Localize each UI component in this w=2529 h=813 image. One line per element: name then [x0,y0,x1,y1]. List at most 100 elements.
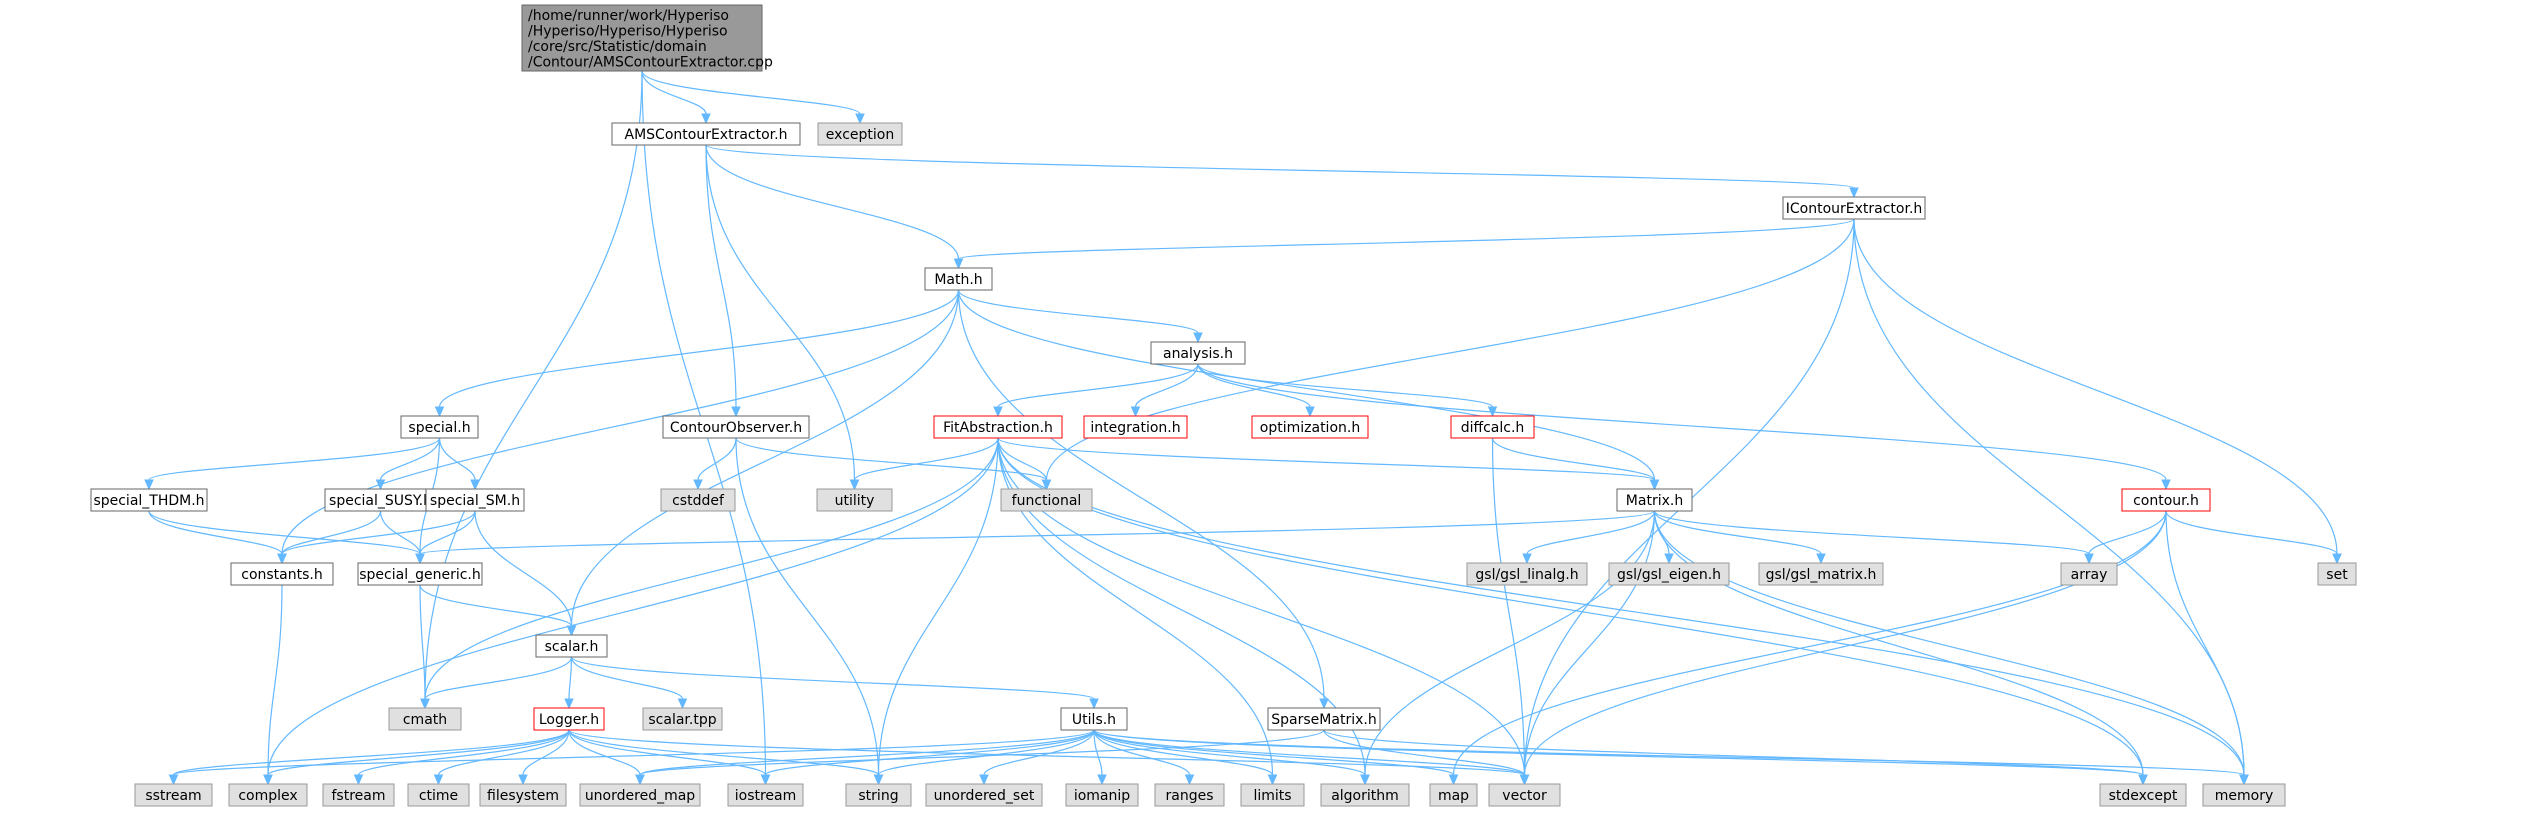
node-icontour-h[interactable]: IContourExtractor.h [1782,196,1926,220]
node-contourobserver-h[interactable]: ContourObserver.h [662,415,810,439]
edge-line [424,70,643,700]
node-special-generic-h[interactable]: special_generic.h [357,562,483,586]
node-unordered-map: unordered_map [579,783,701,807]
node-label: vector [1502,788,1547,804]
edge-arrowhead [1319,698,1329,710]
node-box [2317,562,2357,586]
node-label: iostream [735,788,797,804]
edge-arrowhead [849,479,860,491]
edge-line [438,289,960,408]
edge-root-to-ams_h [641,70,711,125]
node-label: special_generic.h [359,567,481,583]
node-root[interactable]: /home/runner/work/Hyperiso/Hyperiso/Hype… [521,4,773,72]
edge-line [1523,510,2167,776]
node-box [521,4,763,72]
edge-line [1653,510,1822,555]
node-label: scalar.tpp [648,712,716,728]
edge-arrowhead [434,406,445,418]
node-label: optimization.h [1260,420,1360,436]
edge-sparsematrix_h-to-vector [1323,729,1530,786]
node-label: exception [826,127,894,143]
edge-line [419,510,1656,555]
edge-special_generic_h-to-scalar_h [419,584,577,637]
edge-special_h-to-special_susy_h [375,437,441,491]
node-ams-h[interactable]: AMSContourExtractor.h [611,122,801,146]
edge-logger_h-to-complex [263,729,570,786]
edge-line [148,437,441,481]
node-integration-h[interactable]: integration.h [1083,415,1188,439]
node-special-sm-h[interactable]: special_SM.h [425,488,525,512]
edge-math_h-to-analysis_h [957,289,1203,344]
node-box [230,562,334,586]
node-label: functional [1012,493,1082,509]
edge-arrowhead [564,698,574,710]
node-label: algorithm [1331,788,1399,804]
edge-icontour_h-to-math_h [953,218,1855,270]
edge-line [1526,510,1656,555]
edge-line [2165,510,2245,776]
edge-arrowhead [1097,774,1107,786]
node-gsl-eigen: gsl/gsl_eigen.h [1608,562,1730,586]
edge-line [522,729,570,776]
node-optimization-h[interactable]: optimization.h [1251,415,1369,439]
edge-arrowhead [144,479,154,491]
node-label: gsl/gsl_linalg.h [1475,567,1578,583]
node-special-h[interactable]: special.h [400,415,479,439]
node-unordered-set: unordered_set [925,783,1043,807]
edge-contour_h-to-array [2084,510,2167,565]
edge-utils_h-to-algorithm [1093,729,1370,786]
node-math-h[interactable]: Math.h [924,267,993,291]
edge-matrix_h-to-special_generic_h [415,510,1656,565]
node-diffcalc-h[interactable]: diffcalc.h [1450,415,1535,439]
edge-special_h-to-special_thdm_h [144,437,441,491]
node-iomanip: iomanip [1065,783,1139,807]
node-special-susy-h[interactable]: special_SUSY.h [324,488,437,512]
node-constants-h[interactable]: constants.h [230,562,334,586]
node-matrix-h[interactable]: Matrix.h [1616,488,1693,512]
node-label: special_THDM.h [93,493,204,509]
edge-analysis_h-to-contour_h [1197,363,2171,491]
node-box [1450,415,1535,439]
edge-line [705,144,960,260]
edge-line [267,584,283,776]
edge-scalar_h-to-logger_h [564,656,574,710]
node-special-thdm-h[interactable]: special_THDM.h [90,488,208,512]
node-label: cstddef [672,493,725,509]
edge-line [2088,510,2167,555]
node-contour-h[interactable]: contour.h [2121,488,2211,512]
node-fitabstraction-h[interactable]: FitAbstraction.h [933,415,1063,439]
node-label: gsl/gsl_eigen.h [1617,567,1721,583]
node-sparsematrix-h[interactable]: SparseMatrix.h [1267,707,1381,731]
node-box [1608,562,1730,586]
edge-line [957,289,1656,481]
edge-diffcalc_h-to-matrix_h [1491,437,1660,491]
edge-arrowhead [760,774,771,786]
node-box [533,707,605,731]
node-stdexcept: stdexcept [2099,783,2187,807]
edge-line [1197,363,2167,481]
node-utils-h[interactable]: Utils.h [1060,707,1128,731]
edge-arrowhead [277,553,287,565]
node-box [357,562,483,586]
edge-arrowhead [353,774,364,786]
edge-line [148,510,283,555]
node-label: integration.h [1090,420,1180,436]
node-label: set [2326,567,2348,583]
node-label: contour.h [2133,493,2199,509]
edge-arrowhead [1448,774,1459,786]
node-analysis-h[interactable]: analysis.h [1150,341,1246,365]
node-scalar-h[interactable]: scalar.h [535,634,608,658]
node-label: limits [1253,788,1291,804]
node-label: string [858,788,898,804]
edge-line [1093,729,1526,776]
edge-line [570,289,960,627]
edge-analysis_h-to-fitabstraction_h [993,363,1199,418]
node-string: string [845,783,912,807]
edge-logger_h-to-filesystem [518,729,570,786]
edge-matrix_h-to-gsl_linalg [1522,510,1656,565]
node-logger-h[interactable]: Logger.h [533,707,605,731]
edge-line [568,656,573,700]
node-box [1616,488,1693,512]
edge-special_sm_h-to-scalar_h [474,510,577,637]
